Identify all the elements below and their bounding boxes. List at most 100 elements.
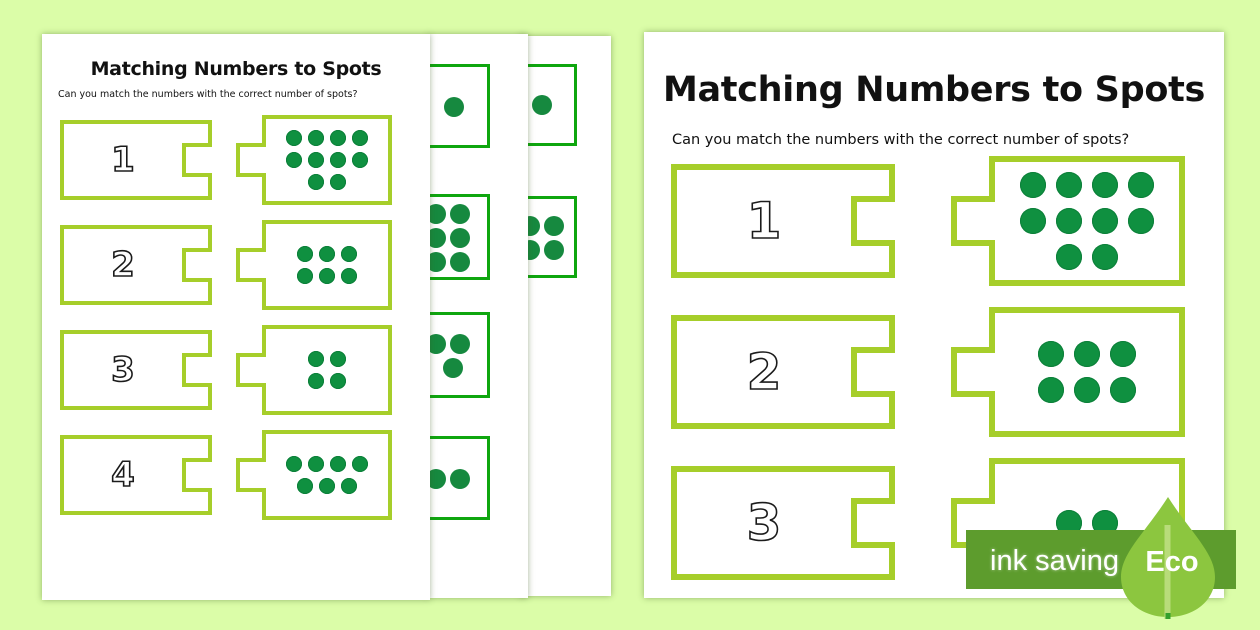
- spot: [444, 97, 464, 117]
- spot: [1074, 341, 1100, 367]
- spot-row: [268, 348, 386, 370]
- spot: [443, 358, 463, 378]
- spot-grid: [268, 222, 386, 308]
- spot: [352, 130, 368, 146]
- spot-grid: [998, 159, 1176, 283]
- spot: [532, 95, 552, 115]
- number-puzzle-piece[interactable]: 2: [671, 315, 895, 429]
- spot: [544, 216, 564, 236]
- spot: [308, 152, 324, 168]
- worksheet-page-right[interactable]: Matching Numbers to Spots Can you match …: [644, 32, 1224, 598]
- number-puzzle-piece[interactable]: 4: [60, 435, 212, 515]
- spot-row: [998, 203, 1176, 239]
- page-title: Matching Numbers to Spots: [90, 58, 382, 80]
- number-puzzle-piece[interactable]: 1: [671, 164, 895, 278]
- spots-puzzle-piece[interactable]: [951, 307, 1185, 437]
- spot: [341, 268, 357, 284]
- spot: [1074, 377, 1100, 403]
- spot: [286, 456, 302, 472]
- spot: [544, 240, 564, 260]
- spot-grid: [268, 327, 386, 413]
- spot: [330, 130, 346, 146]
- spot: [330, 174, 346, 190]
- spot: [426, 252, 446, 272]
- spot: [1092, 172, 1118, 198]
- spot: [1092, 244, 1118, 270]
- fragment-spot-grid: [419, 67, 489, 147]
- spot: [286, 152, 302, 168]
- spot: [341, 246, 357, 262]
- ink-saving-eco-badge: ink saving Eco: [966, 483, 1260, 630]
- spots-puzzle-piece[interactable]: [236, 115, 392, 205]
- worksheet-page-left[interactable]: Matching Numbers to Spots Can you match …: [42, 34, 430, 600]
- number-puzzle-piece[interactable]: 2: [60, 225, 212, 305]
- page-subtitle: Can you match the numbers with the corre…: [672, 132, 1130, 148]
- spot-grid: [998, 310, 1176, 434]
- spot-row: [998, 167, 1176, 203]
- background-sheet-2: [501, 36, 611, 596]
- spot: [1020, 208, 1046, 234]
- spot: [450, 204, 470, 224]
- number-label-1: 1: [110, 139, 135, 181]
- spot: [330, 152, 346, 168]
- badge-leaf-label: Eco: [1145, 546, 1199, 578]
- spot: [426, 334, 446, 354]
- spot: [1038, 341, 1064, 367]
- spot-row: [998, 239, 1176, 275]
- spot: [308, 351, 324, 367]
- spot: [1110, 377, 1136, 403]
- spot: [426, 469, 446, 489]
- badge-bar-label: ink saving: [990, 545, 1119, 577]
- fragment-spot-grid: [407, 315, 489, 397]
- spot-row: [268, 243, 386, 265]
- spot: [319, 246, 335, 262]
- spot: [330, 351, 346, 367]
- spot: [297, 478, 313, 494]
- spot: [1056, 172, 1082, 198]
- spot: [330, 373, 346, 389]
- spot: [1128, 172, 1154, 198]
- spot: [450, 228, 470, 248]
- spot: [319, 268, 335, 284]
- spot: [308, 373, 324, 389]
- spot: [308, 174, 324, 190]
- spot: [426, 228, 446, 248]
- spot-row: [268, 475, 386, 497]
- number-label-2: 2: [746, 342, 782, 402]
- spot: [352, 152, 368, 168]
- number-label-4: 4: [110, 454, 135, 496]
- spot: [450, 334, 470, 354]
- spot: [1020, 172, 1046, 198]
- spots-puzzle-piece[interactable]: [951, 156, 1185, 286]
- number-label-1: 1: [746, 191, 782, 251]
- spots-puzzle-piece[interactable]: [236, 430, 392, 520]
- spot-row: [268, 171, 386, 193]
- spot: [330, 456, 346, 472]
- spot: [308, 456, 324, 472]
- fragment-spot-grid: [407, 439, 489, 519]
- spots-puzzle-piece[interactable]: [236, 220, 392, 310]
- spot-row: [998, 336, 1176, 372]
- number-puzzle-piece[interactable]: 1: [60, 120, 212, 200]
- page-subtitle: Can you match the numbers with the corre…: [58, 89, 358, 100]
- page-title: Matching Numbers to Spots: [662, 70, 1206, 110]
- spot-row: [268, 453, 386, 475]
- spot-row: [268, 265, 386, 287]
- spot: [1110, 341, 1136, 367]
- spot: [426, 204, 446, 224]
- spot-row: [268, 127, 386, 149]
- spot-row: [268, 370, 386, 392]
- fragment-spot-grid: [510, 67, 574, 143]
- spot: [1038, 377, 1064, 403]
- spot: [1056, 208, 1082, 234]
- spot-row: [268, 149, 386, 171]
- spot: [1128, 208, 1154, 234]
- number-puzzle-piece[interactable]: 3: [671, 466, 895, 580]
- spots-puzzle-piece[interactable]: [236, 325, 392, 415]
- spot-row: [998, 372, 1176, 408]
- number-label-3: 3: [746, 493, 782, 553]
- spot: [450, 252, 470, 272]
- number-puzzle-piece[interactable]: 3: [60, 330, 212, 410]
- spot: [1056, 244, 1082, 270]
